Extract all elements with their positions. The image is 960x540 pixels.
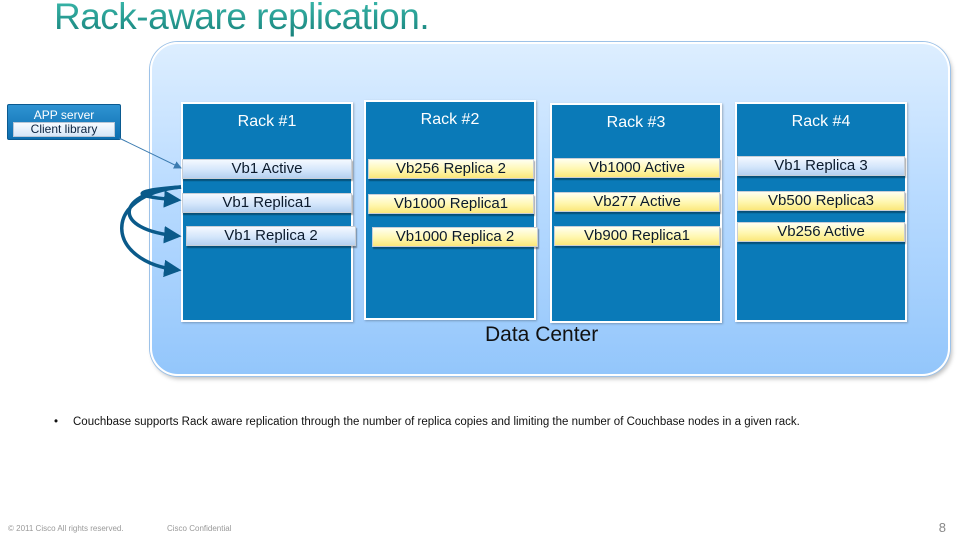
bullet-text: Couchbase supports Rack aware replicatio… — [73, 416, 800, 428]
page-number: 8 — [938, 520, 946, 535]
rack-3: Rack #3 — [550, 103, 722, 323]
rack-4-title: Rack #4 — [791, 113, 851, 130]
footer-copyright: © 2011 Cisco All rights reserved. — [8, 524, 124, 533]
vbucket-vb277-active: Vb277 Active — [554, 192, 720, 212]
app-server-box: APP server Client library — [7, 104, 121, 140]
active-to-rack-arrow — [120, 185, 182, 278]
bullet-dot-icon: • — [54, 416, 59, 428]
rack-1-title: Rack #1 — [237, 113, 297, 130]
vbucket-vb1-replica1: Vb1 Replica1 — [182, 193, 352, 213]
app-server-title: APP server — [33, 108, 95, 122]
vbucket-vb256-replica-2: Vb256 Replica 2 — [368, 159, 534, 179]
vbucket-vb1-active: Vb1 Active — [182, 159, 352, 179]
vbucket-vb900-replica1: Vb900 Replica1 — [554, 226, 720, 246]
client-library-label: Client library — [13, 122, 115, 137]
vbucket-vb1000-active: Vb1000 Active — [554, 158, 720, 178]
vbucket-vb256-active: Vb256 Active — [737, 222, 905, 242]
active-to-replica2-arrow — [127, 185, 182, 244]
vbucket-vb1-replica-3: Vb1 Replica 3 — [737, 156, 905, 176]
rack-4: Rack #4 — [735, 102, 907, 322]
data-center-label: Data Center — [485, 323, 599, 346]
client-to-active-arrow — [118, 137, 182, 169]
slide-title: Rack-aware replication. — [54, 0, 430, 38]
vbucket-vb500-replica3: Vb500 Replica3 — [737, 191, 905, 211]
footer-confidential: Cisco Confidential — [167, 524, 232, 533]
rack-2-title: Rack #2 — [420, 111, 480, 128]
vbucket-vb1-replica-2: Vb1 Replica 2 — [186, 226, 356, 246]
vbucket-vb1000-replica1: Vb1000 Replica1 — [368, 194, 534, 214]
vbucket-vb1000-replica-2: Vb1000 Replica 2 — [372, 227, 538, 247]
rack-3-title: Rack #3 — [606, 114, 666, 131]
